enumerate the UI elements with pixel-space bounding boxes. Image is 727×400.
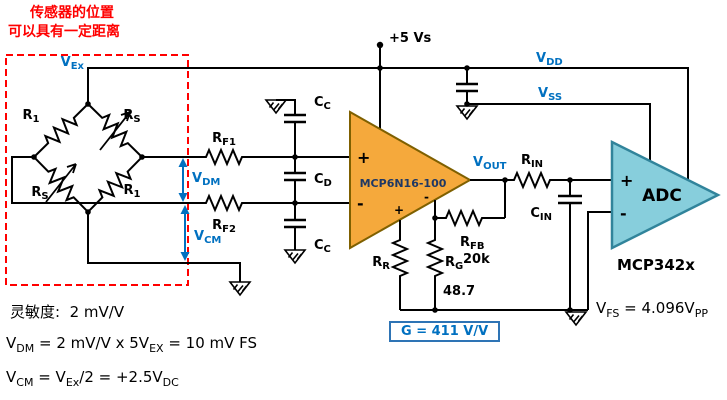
gain-callout-box: G = 411 V/V — [389, 321, 501, 342]
sensor-note-line2: 可以具有一定距离 — [8, 23, 120, 40]
amp-fg-minus-label: - — [424, 190, 429, 204]
cin-capacitor — [558, 194, 582, 205]
adc-part-number: MCP342x — [617, 256, 695, 274]
adc-label: ADC — [642, 186, 682, 206]
r1-bottom-label: R1 — [124, 183, 141, 200]
rs-top-label: RS — [123, 108, 140, 125]
sensor-note: 传感器的位置 可以具有一定距离 — [8, 4, 120, 42]
cc-bottom-label: CC — [314, 238, 331, 255]
cc-top-capacitor — [284, 113, 306, 124]
bridge-ground-wire — [87, 212, 241, 282]
vfs-formula: VFS = 4.096VPP — [596, 299, 708, 320]
gain-value: G = 411 V/V — [401, 324, 489, 339]
amp-minus-input-label: - — [357, 194, 364, 213]
instrumentation-amplifier-symbol — [349, 110, 473, 250]
rr-resistor-wire — [390, 220, 410, 310]
sensor-boundary-dashed-box — [5, 54, 189, 286]
variable-arrow-icon — [45, 163, 77, 203]
rfb-label: RFB — [460, 235, 484, 252]
cc-bottom-capacitor — [284, 218, 306, 229]
rs-bottom-label: RS — [31, 185, 48, 202]
rin-resistor-wire — [470, 170, 612, 190]
vss-label: VSS — [538, 86, 562, 103]
cd-label: CD — [314, 172, 332, 189]
variable-arrow-icon — [99, 111, 131, 151]
ground-symbol — [265, 99, 287, 114]
vdm-arrow — [178, 158, 188, 202]
rin-label: RIN — [521, 153, 543, 170]
vcm-formula: VCM = VEx/2 = +2.5VDC — [6, 368, 179, 389]
junction-dots — [292, 41, 573, 313]
vdd-label: VDD — [536, 51, 563, 68]
vdd-rail-wire — [87, 67, 689, 180]
adc-plus-input-label: + — [620, 171, 633, 190]
amp-ref-plus-label: + — [394, 203, 404, 217]
amp-plus-input-label: + — [357, 148, 370, 167]
vdm-label: VDM — [192, 171, 220, 188]
resistor-r1-top — [27, 97, 95, 164]
ground-symbol — [284, 249, 306, 264]
cc-top-label: CC — [314, 95, 331, 112]
adc-minus-input-label: - — [620, 204, 627, 223]
rg-label: RG — [445, 255, 463, 272]
rg-resistor-wire — [425, 200, 445, 310]
amp-part-number: MCP6N16-100 — [360, 177, 447, 190]
bypass-capacitor — [456, 82, 478, 93]
ground-symbol — [229, 281, 251, 296]
vex-label: VEx — [61, 55, 85, 72]
rr-label: RR — [372, 255, 390, 272]
ground-symbol — [565, 311, 587, 326]
rf1-resistor-wire — [142, 147, 350, 167]
rg-value: 48.7 — [443, 284, 475, 299]
r1-top-label: R1 — [23, 108, 40, 125]
sensor-note-line1: 传感器的位置 — [30, 5, 114, 21]
vcm-label: VCM — [194, 229, 221, 246]
cin-label: CIN — [530, 206, 552, 223]
adc-minus-wire — [587, 211, 612, 310]
rfb-resistor-wire — [435, 208, 505, 228]
resistor-r1-bottom — [82, 151, 148, 218]
vss-rail-wire — [467, 103, 651, 161]
vout-label: VOUT — [473, 155, 507, 172]
sensitivity-note: 灵敏度: 2 mV/V — [10, 303, 125, 321]
rfb-value: 20k — [463, 252, 490, 267]
vdm-formula: VDM = 2 mV/V x 5VEX = 10 mV FS — [6, 334, 258, 355]
adc-symbol — [610, 139, 721, 251]
rf2-label: RF2 — [212, 218, 236, 235]
ground-symbol — [456, 105, 478, 120]
vcm-arrow — [180, 205, 190, 261]
rf1-label: RF1 — [212, 131, 236, 148]
rf2-resistor-wire — [11, 156, 350, 213]
cd-capacitor — [284, 171, 306, 182]
supply-label: +5 Vs — [389, 31, 432, 46]
junction-dot — [85, 101, 91, 107]
